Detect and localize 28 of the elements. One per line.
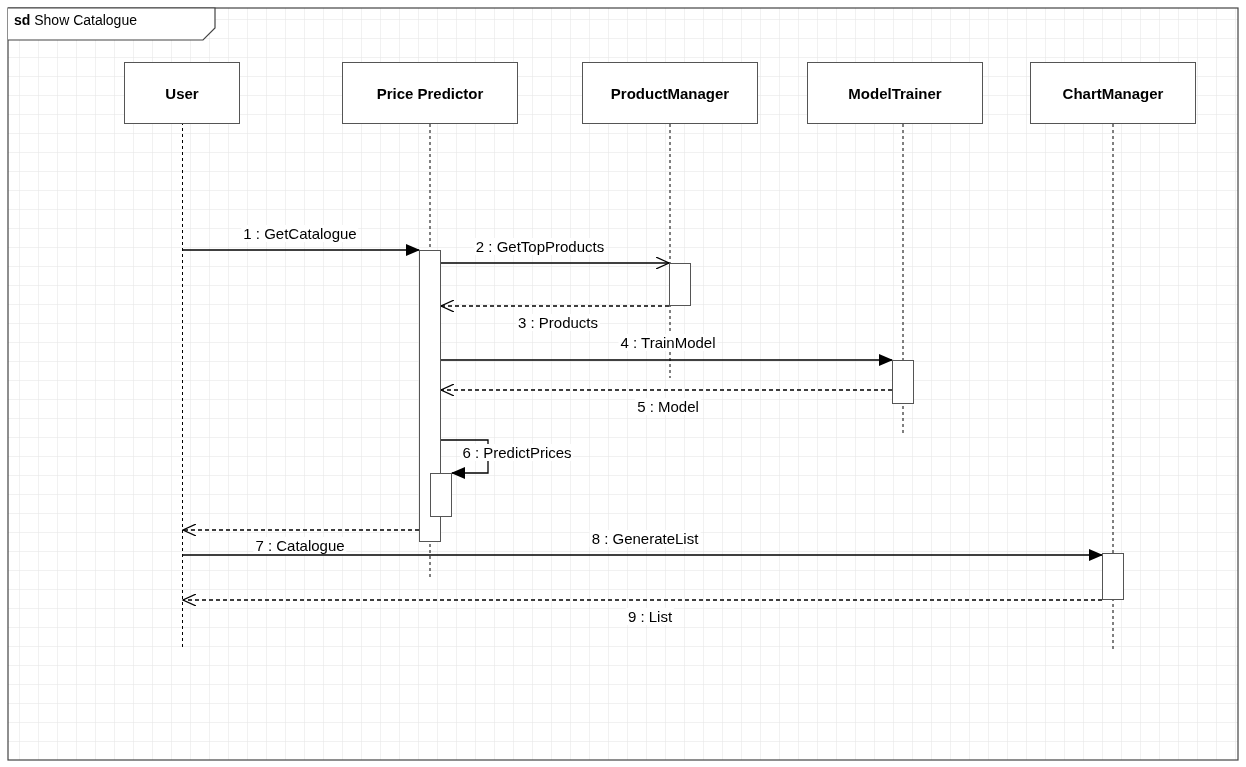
message-arrow xyxy=(182,523,420,537)
lifeline-header: User xyxy=(124,62,240,124)
activation-bar xyxy=(430,473,452,517)
message-label: 8 : GenerateList xyxy=(589,530,701,547)
message-label: 4 : TrainModel xyxy=(618,334,718,351)
message-arrow xyxy=(182,244,420,256)
message-arrow xyxy=(440,299,670,313)
message-arrow xyxy=(440,354,893,366)
activation-bar xyxy=(669,263,691,306)
message-arrow xyxy=(182,549,1103,561)
lifeline-header: ProductManager xyxy=(582,62,758,124)
message-arrow xyxy=(440,383,893,397)
activation-bar xyxy=(1102,553,1124,600)
lifeline-header: Price Predictor xyxy=(342,62,518,124)
lifeline-header: ChartManager xyxy=(1030,62,1196,124)
message-label: 2 : GetTopProducts xyxy=(473,238,607,255)
message-label: 6 : PredictPrices xyxy=(460,444,574,461)
message-label: 7 : Catalogue xyxy=(253,537,347,554)
lifeline-header: ModelTrainer xyxy=(807,62,983,124)
message-label: 9 : List xyxy=(625,608,675,625)
message-label: 3 : Products xyxy=(516,314,600,331)
message-arrow xyxy=(182,593,1103,607)
message-label: 5 : Model xyxy=(635,398,701,415)
message-arrow xyxy=(440,256,670,270)
diagram-title: sd Show Catalogue xyxy=(14,12,137,28)
message-label: 1 : GetCatalogue xyxy=(241,225,359,242)
activation-bar xyxy=(892,360,914,404)
activation-bar xyxy=(419,250,441,542)
